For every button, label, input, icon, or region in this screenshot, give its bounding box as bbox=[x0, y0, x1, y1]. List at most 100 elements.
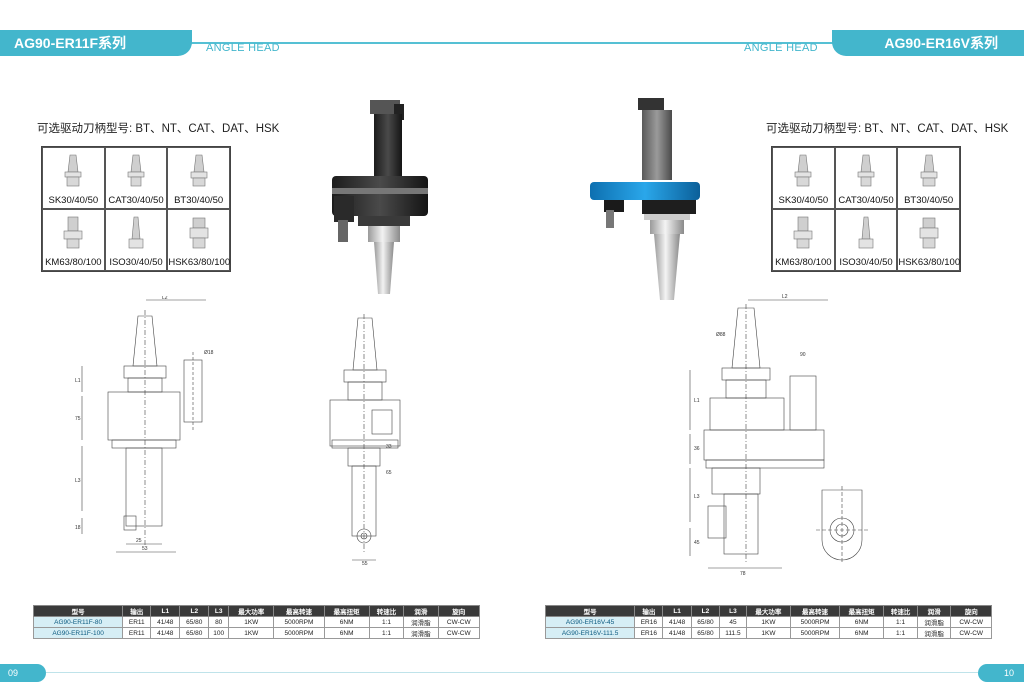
tool-holder-grid: SK30/40/50 CAT30/40/50 BT30/40/50 KM63/8… bbox=[771, 146, 961, 272]
col-header: 最大功率 bbox=[745, 605, 792, 617]
table-cell: 1KW bbox=[228, 627, 275, 639]
table-cell: 1:1 bbox=[883, 627, 918, 639]
table-cell: 41/48 bbox=[150, 627, 181, 639]
table-cell: 6NM bbox=[323, 616, 370, 628]
dim-l1: L1 bbox=[694, 398, 700, 404]
table-cell: CW-CW bbox=[950, 616, 992, 628]
col-header: L1 bbox=[662, 605, 692, 617]
tool-holder-title: 可选驱动刀柄型号: BT、NT、CAT、DAT、HSK bbox=[37, 123, 280, 135]
col-header: 旋向 bbox=[950, 605, 992, 617]
technical-drawing-front: 55 65 33 bbox=[329, 314, 401, 566]
holder-label: KM63/80/100 bbox=[45, 257, 102, 268]
table-cell: 1KW bbox=[228, 616, 275, 628]
table-cell: 润滑脂 bbox=[916, 616, 952, 628]
holder-cell: CAT30/40/50 bbox=[104, 147, 168, 209]
holder-cell: ISO30/40/50 bbox=[834, 209, 898, 271]
holder-label: SK30/40/50 bbox=[778, 195, 829, 206]
page-number: 10 bbox=[978, 664, 1024, 682]
header-subtitle: ANGLE HEAD bbox=[206, 42, 280, 54]
series-title: AG90-ER11F系列 bbox=[0, 30, 192, 56]
col-header: 最高转速 bbox=[273, 605, 325, 617]
model-cell: AG90-ER16V-45 bbox=[544, 616, 636, 628]
table-row: AG90-ER16V-111.5 ER16 41/48 65/80 111.5 … bbox=[544, 627, 992, 639]
holder-label: ISO30/40/50 bbox=[839, 257, 893, 268]
col-header: 转速比 bbox=[883, 605, 918, 617]
col-header: 旋向 bbox=[437, 605, 480, 617]
table-cell: 润滑脂 bbox=[916, 627, 952, 639]
dim-d88: Ø88 bbox=[716, 332, 726, 338]
tool-holder-grid: SK30/40/50 CAT30/40/50 BT30/40/50 KM63/8… bbox=[41, 146, 231, 272]
left-page: AG90-ER11F系列 ANGLE HEAD 可选驱动刀柄型号: BT、NT、… bbox=[0, 30, 512, 682]
table-header-row: 型号 输出 L1 L2 L3 最大功率 最高转速 最高扭矩 转速比 润滑 旋向 bbox=[544, 605, 992, 617]
dim-36: 36 bbox=[694, 446, 700, 452]
header-rule bbox=[0, 42, 512, 44]
table-cell: 100 bbox=[208, 627, 230, 639]
col-header: 润滑 bbox=[916, 605, 952, 617]
table-cell: 润滑脂 bbox=[403, 616, 439, 628]
right-header: ANGLE HEAD AG90-ER16V系列 bbox=[512, 30, 1024, 56]
km-holder-icon bbox=[794, 216, 813, 249]
table-cell: 6NM bbox=[839, 616, 885, 628]
col-header: 润滑 bbox=[403, 605, 439, 617]
table-row: AG90-ER16V-45 ER16 41/48 65/80 45 1KW 50… bbox=[544, 616, 992, 628]
col-header: 型号 bbox=[32, 605, 124, 617]
table-header-row: 型号 输出 L1 L2 L3 最大功率 最高转速 最高扭矩 转速比 润滑 旋向 bbox=[32, 605, 480, 617]
dim-78: 78 bbox=[740, 571, 746, 576]
holder-cell: SK30/40/50 bbox=[772, 147, 835, 209]
holder-label: SK30/40/50 bbox=[48, 195, 99, 206]
series-title: AG90-ER16V系列 bbox=[832, 30, 1024, 56]
table-cell: 65/80 bbox=[179, 627, 210, 639]
table-cell: 5000RPM bbox=[790, 627, 841, 639]
col-header: 最高转速 bbox=[790, 605, 841, 617]
bt-holder-icon bbox=[920, 154, 937, 187]
table-cell: ER16 bbox=[634, 616, 664, 628]
table-cell: 润滑脂 bbox=[403, 627, 439, 639]
table-cell: 6NM bbox=[839, 627, 885, 639]
dim-18: 18 bbox=[75, 525, 81, 531]
header-subtitle: ANGLE HEAD bbox=[744, 42, 818, 54]
col-header: 输出 bbox=[634, 605, 664, 617]
sk-holder-icon bbox=[795, 154, 812, 187]
spec-table: 型号 输出 L1 L2 L3 最大功率 最高转速 最高扭矩 转速比 润滑 旋向 … bbox=[32, 605, 480, 639]
col-header: 最大功率 bbox=[228, 605, 275, 617]
table-cell: CW-CW bbox=[437, 627, 480, 639]
right-page: ANGLE HEAD AG90-ER16V系列 可选驱动刀柄型号: BT、NT、… bbox=[512, 0, 1024, 695]
col-header: L2 bbox=[179, 605, 210, 617]
dim-55: 55 bbox=[362, 561, 368, 566]
model-cell: AG90-ER16V-111.5 bbox=[544, 627, 636, 639]
table-cell: ER16 bbox=[634, 627, 664, 639]
dim-d18: Ø18 bbox=[204, 350, 214, 356]
dim-l3: L3 bbox=[75, 478, 81, 484]
holder-label: BT30/40/50 bbox=[904, 195, 954, 206]
table-cell: 1KW bbox=[745, 627, 792, 639]
col-header: L2 bbox=[690, 605, 721, 617]
holder-cell: BT30/40/50 bbox=[167, 147, 230, 209]
dim-90: 90 bbox=[800, 352, 806, 358]
page-number: 09 bbox=[0, 664, 46, 682]
table-cell: 5000RPM bbox=[790, 616, 841, 628]
footer-rule bbox=[512, 672, 978, 673]
iso-holder-icon bbox=[128, 216, 144, 249]
holder-cell: SK30/40/50 bbox=[42, 147, 105, 209]
left-header: AG90-ER11F系列 ANGLE HEAD bbox=[0, 30, 512, 56]
bt-holder-icon bbox=[190, 154, 207, 187]
holder-cell: BT30/40/50 bbox=[897, 147, 960, 209]
col-header: 输出 bbox=[122, 605, 152, 617]
table-cell: 5000RPM bbox=[273, 627, 325, 639]
holder-label: BT30/40/50 bbox=[174, 195, 224, 206]
dim-65: 65 bbox=[386, 470, 392, 476]
table-cell: 1:1 bbox=[883, 616, 918, 628]
table-cell: ER11 bbox=[122, 616, 152, 628]
dim-53: 53 bbox=[142, 546, 148, 552]
dim-l2: L2 bbox=[782, 294, 788, 300]
dim-l3: L3 bbox=[694, 494, 700, 500]
table-cell: 65/80 bbox=[690, 627, 721, 639]
dim-l1: L1 bbox=[75, 378, 81, 384]
sk-holder-icon bbox=[65, 154, 82, 187]
col-header: L1 bbox=[150, 605, 181, 617]
km-holder-icon bbox=[64, 216, 83, 249]
holder-cell: KM63/80/100 bbox=[772, 209, 835, 271]
col-header: 最高扭矩 bbox=[323, 605, 370, 617]
table-row: AG90-ER11F-100 ER11 41/48 65/80 100 1KW … bbox=[32, 627, 480, 639]
table-row: AG90-ER11F-80 ER11 41/48 65/80 80 1KW 50… bbox=[32, 616, 480, 628]
